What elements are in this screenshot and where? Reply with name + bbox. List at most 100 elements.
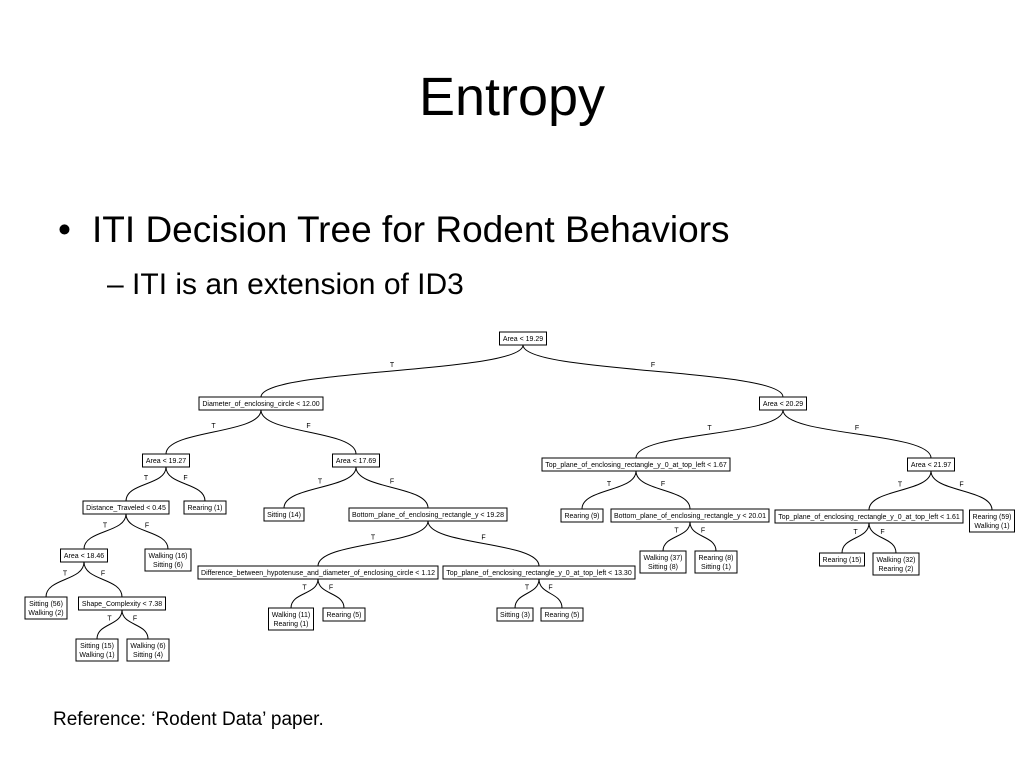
tree-node-label: Top_plane_of_enclosing_rectangle_y_0_at_… bbox=[446, 570, 632, 577]
tree-node-box bbox=[142, 453, 190, 468]
tree-node: Distance_Traveled < 0.45 bbox=[82, 500, 170, 515]
tree-node-label: Rearing (9) bbox=[564, 513, 599, 520]
tree-node: Rearing (1) bbox=[183, 500, 227, 515]
tree-node-label: Rearing (1) bbox=[273, 621, 308, 628]
tree-node-box bbox=[332, 453, 380, 468]
tree-node-label: Rearing (59) bbox=[973, 514, 1012, 521]
tree-node-label: Rearing (8) bbox=[698, 555, 733, 562]
tree-node-box bbox=[774, 509, 964, 524]
tree-node-box bbox=[496, 607, 534, 622]
tree-edge-n14-n16 bbox=[427, 520, 540, 567]
tree-node-box bbox=[268, 607, 314, 631]
tree-node-label: Distance_Traveled < 0.45 bbox=[86, 505, 166, 512]
branch-label-false: F bbox=[306, 423, 310, 430]
tree-edge-n5-n8 bbox=[125, 513, 169, 550]
tree-node-label: Sitting (56) bbox=[29, 601, 63, 608]
branch-label-false: F bbox=[880, 529, 884, 536]
tree-edge-n2-n22 bbox=[782, 409, 932, 459]
tree-edge-n22-n27 bbox=[868, 470, 932, 511]
branch-label-true: T bbox=[144, 475, 149, 482]
tree-node-box bbox=[197, 565, 439, 580]
tree-node-label: Walking (37) bbox=[643, 555, 682, 562]
tree-edge-n16-n19 bbox=[514, 578, 540, 609]
tree-node-label: Walking (16) bbox=[148, 553, 187, 560]
branch-label-false: F bbox=[701, 528, 705, 535]
tree-node-box bbox=[540, 607, 584, 622]
main-bullet: • ITI Decision Tree for Rodent Behaviors bbox=[58, 205, 730, 255]
tree-node: Sitting (15)Walking (1) bbox=[75, 638, 119, 662]
tree-node-label: Sitting (6) bbox=[153, 562, 183, 569]
branch-label-true: T bbox=[898, 482, 903, 489]
tree-node-label: Top_plane_of_enclosing_rectangle_y_0_at_… bbox=[778, 514, 960, 521]
tree-node-label: Area < 20.29 bbox=[763, 401, 803, 408]
branch-label-true: T bbox=[107, 616, 112, 623]
tree-node: Rearing (15) bbox=[819, 552, 865, 567]
sub-bullet-text: ITI is an extension of ID3 bbox=[132, 268, 464, 301]
branch-label-false: F bbox=[855, 425, 859, 432]
tree-node: Rearing (5) bbox=[322, 607, 366, 622]
tree-edge-n27-n29 bbox=[841, 522, 870, 554]
tree-edge-n2-n21 bbox=[635, 409, 784, 459]
tree-node-label: Rearing (5) bbox=[544, 612, 579, 619]
tree-node-box bbox=[759, 396, 807, 411]
branch-label-true: T bbox=[211, 423, 216, 430]
branch-label-false: F bbox=[390, 479, 394, 486]
tree-node: Walking (32) Rearing (2) bbox=[872, 552, 920, 576]
tree-node-box bbox=[322, 607, 366, 622]
tree-node-box bbox=[24, 596, 68, 620]
tree-node: Area < 19.29 bbox=[499, 331, 547, 346]
reference-note: Reference: ‘Rodent Data’ paper. bbox=[53, 709, 324, 730]
tree-edge-n5-n7 bbox=[83, 513, 127, 550]
tree-edge-n7-n10 bbox=[83, 561, 123, 598]
tree-node-label: Area < 17.69 bbox=[336, 458, 376, 465]
tree-node-box bbox=[144, 548, 192, 572]
tree-node-label: Walking (32) bbox=[876, 557, 915, 564]
tree-node: Sitting (56) Walking (2) bbox=[24, 596, 68, 620]
tree-node: Rearing (59) Walking (1) bbox=[969, 509, 1015, 533]
branch-label-true: T bbox=[707, 425, 712, 432]
tree-node: Shape_Complexity < 7.38 bbox=[78, 596, 166, 611]
branch-label-true: T bbox=[390, 362, 395, 369]
tree-edge-n4-n14 bbox=[355, 466, 429, 509]
tree-node-box bbox=[560, 508, 604, 523]
tree-node-label: Area < 21.97 bbox=[911, 462, 951, 469]
tree-node-box bbox=[499, 331, 547, 346]
branch-label-true: T bbox=[674, 528, 679, 535]
sub-bullet-dash: – bbox=[107, 268, 124, 301]
tree-node-label: Area < 19.27 bbox=[146, 458, 186, 465]
tree-node-label: Rearing (15) bbox=[823, 557, 862, 564]
tree-node-box bbox=[198, 396, 324, 411]
tree-node-box bbox=[541, 457, 731, 472]
tree-node-label: Difference_between_hypotenuse_and_diamet… bbox=[201, 570, 435, 577]
tree-edge-n24-n26 bbox=[689, 521, 717, 552]
tree-node: Difference_between_hypotenuse_and_diamet… bbox=[197, 565, 439, 580]
tree-node-label: Walking (6) bbox=[130, 643, 165, 650]
tree-edge-n27-n30 bbox=[868, 522, 897, 554]
tree-edge-n3-n5 bbox=[125, 466, 167, 502]
bullet-dot-icon: • bbox=[58, 209, 71, 250]
tree-node-label: Walking (1) bbox=[974, 523, 1009, 530]
tree-node-label: Sitting (3) bbox=[500, 612, 530, 619]
branch-label-false: F bbox=[101, 571, 105, 578]
tree-edge-n21-n23 bbox=[581, 470, 637, 510]
branch-label-true: T bbox=[302, 585, 307, 592]
tree-node-label: Bottom_plane_of_enclosing_rectangle_y < … bbox=[614, 513, 766, 520]
tree-edge-n1-n3 bbox=[165, 409, 262, 455]
slide-title: Entropy bbox=[418, 67, 606, 127]
main-bullet-text: ITI Decision Tree for Rodent Behaviors bbox=[92, 209, 730, 250]
sub-bullet: – ITI is an extension of ID3 bbox=[107, 264, 464, 306]
tree-node-label: Walking (11) bbox=[272, 612, 311, 619]
branch-label-false: F bbox=[661, 481, 665, 488]
tree-node: Rearing (8)Sitting (1) bbox=[694, 550, 738, 574]
branch-label-true: T bbox=[371, 535, 376, 542]
tree-node: Walking (11) Rearing (1) bbox=[268, 607, 314, 631]
tree-edge-n21-n24 bbox=[635, 470, 691, 510]
branch-label-true: T bbox=[103, 523, 108, 530]
tree-node: Sitting (14) bbox=[263, 507, 305, 522]
tree-node-label: Walking (2) bbox=[28, 610, 63, 617]
tree-node-label: Rearing (2) bbox=[878, 566, 913, 573]
tree-node-box bbox=[907, 457, 955, 472]
branch-label-true: T bbox=[63, 571, 68, 578]
tree-node-label: Bottom_plane_of_enclosing_rectangle_y < … bbox=[352, 512, 504, 519]
tree-node: Area < 20.29 bbox=[759, 396, 807, 411]
